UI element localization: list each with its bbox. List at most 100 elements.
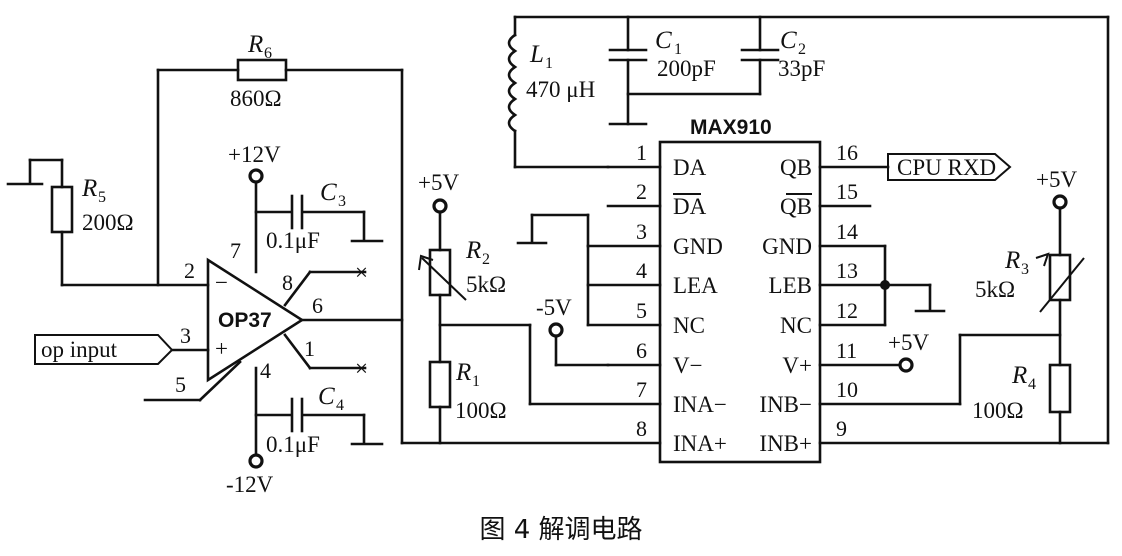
c4-designator: C xyxy=(318,383,335,410)
pin-num-3: 3 xyxy=(636,219,647,244)
l1-designator: L xyxy=(529,41,544,68)
pin-num-1: 1 xyxy=(636,140,647,165)
c1-subscript: 1 xyxy=(674,41,682,58)
op-input-port xyxy=(34,334,174,365)
r2-value: 5kΩ xyxy=(466,272,506,297)
pin-label-gnd-b: GND xyxy=(762,234,812,259)
c1-value: 200pF xyxy=(657,56,716,81)
r3-supply-terminal xyxy=(1052,194,1068,210)
pin-num-13: 13 xyxy=(836,258,858,283)
c2-subscript: 2 xyxy=(798,41,806,58)
chip-right-wiring: CPU RXD +5V +5V R 3 5kΩ R 4 100Ω xyxy=(513,15,1110,445)
minus5v-label: -5V xyxy=(536,295,572,320)
c4-value: 0.1μF xyxy=(266,432,320,457)
pin-label-vminus: V− xyxy=(673,353,703,378)
pin-label-da: DA xyxy=(673,155,707,180)
lc-tank: L 1 470 μH C 1 200pF C 2 33pF xyxy=(507,15,825,169)
pin-label-nc-a: NC xyxy=(673,313,705,338)
pin-label-ina-plus: INA+ xyxy=(673,431,727,456)
r2-designator: R xyxy=(465,237,481,264)
r5-designator: R xyxy=(81,175,97,202)
r4-resistor xyxy=(1048,363,1072,414)
pin-label-leb: LEB xyxy=(769,273,812,298)
c2-designator: C xyxy=(780,27,797,54)
pin-num-14: 14 xyxy=(836,219,858,244)
pin-label-inb-plus: INB+ xyxy=(759,431,812,456)
op37-pin-4: 4 xyxy=(260,358,271,383)
pin-label-da-bar: DA xyxy=(673,194,707,219)
pin-num-10: 10 xyxy=(836,377,858,402)
max910-body xyxy=(658,140,822,464)
pin-num-12: 12 xyxy=(836,298,858,323)
pin-num-11: 11 xyxy=(836,338,857,363)
pin-num-5: 5 xyxy=(636,298,647,323)
pin-label-nc-b: NC xyxy=(780,313,812,338)
minus5v-terminal xyxy=(548,322,564,338)
vplus-label: +5V xyxy=(888,330,929,355)
pin-num-16: 16 xyxy=(836,140,858,165)
pin-num-6: 6 xyxy=(636,338,647,363)
op37-pin-6: 6 xyxy=(312,293,323,318)
op37-pin-3: 3 xyxy=(180,323,191,348)
r4-value: 100Ω xyxy=(972,398,1024,423)
pin-label-ina-minus: INA− xyxy=(673,392,727,417)
c3-value: 0.1μF xyxy=(266,228,320,253)
op37-label: OP37 xyxy=(218,309,272,332)
r3-subscript: 3 xyxy=(1021,261,1029,278)
no-connect-pin8: × xyxy=(355,260,368,285)
pin-label-vplus: V+ xyxy=(782,353,812,378)
c1-designator: C xyxy=(655,27,672,54)
plus12v-terminal xyxy=(248,168,264,184)
junction-dot xyxy=(880,280,890,290)
vplus-terminal xyxy=(898,357,914,373)
pin-num-15: 15 xyxy=(836,179,858,204)
figure-caption: 图 4 解调电路 xyxy=(479,515,642,545)
r5-subscript: 5 xyxy=(98,189,106,206)
minus12v-terminal xyxy=(248,453,264,469)
r6-designator: R xyxy=(247,31,263,58)
pin-label-qb: QB xyxy=(780,155,812,180)
l1-inductor xyxy=(507,33,518,133)
c2-value: 33pF xyxy=(778,56,825,81)
pin-label-gnd-a: GND xyxy=(673,234,723,259)
r2-subscript: 2 xyxy=(482,251,490,268)
op-input-label: op input xyxy=(41,337,118,362)
c3-subscript: 3 xyxy=(338,193,346,210)
r3-supply-label: +5V xyxy=(1036,167,1077,192)
cpu-rxd-label: CPU RXD xyxy=(897,155,996,180)
r6-subscript: 6 xyxy=(264,45,272,62)
op37-minus-sign: − xyxy=(215,270,228,295)
op37-pin-5: 5 xyxy=(175,372,186,397)
r6-resistor xyxy=(236,58,288,82)
r1-resistor xyxy=(428,360,452,409)
max910-chip: MAX910 1 2 3 4 5 6 7 8 DA DA GND LEA NC xyxy=(400,116,1110,464)
op37-stage: OP37 − + 6 R 6 860Ω 2 R 5 200Ω op input … xyxy=(6,31,404,497)
max910-label: MAX910 xyxy=(690,116,772,139)
pin-num-8: 8 xyxy=(636,416,647,441)
chip-left-wiring: -5V xyxy=(438,213,610,406)
l1-subscript: 1 xyxy=(545,55,553,72)
r5-value: 200Ω xyxy=(82,210,134,235)
op37-plus-sign: + xyxy=(215,336,228,361)
op37-pin-8: 8 xyxy=(282,270,293,295)
op37-pin-2: 2 xyxy=(184,258,195,283)
r4-subscript: 4 xyxy=(1028,376,1036,393)
r2-supply-terminal xyxy=(432,198,448,214)
minus12v-label: -12V xyxy=(226,472,274,497)
pin-label-lea: LEA xyxy=(673,273,718,298)
l1-value: 470 μH xyxy=(526,77,595,102)
c4-subscript: 4 xyxy=(336,397,344,414)
r2-r1-divider: +5V R 2 5kΩ R 1 100Ω xyxy=(418,170,507,445)
pin-num-9: 9 xyxy=(836,416,847,441)
r4-designator: R xyxy=(1011,362,1027,389)
r6-value: 860Ω xyxy=(230,86,282,111)
pin-num-2: 2 xyxy=(636,179,647,204)
r1-value: 100Ω xyxy=(455,398,507,423)
pin-num-7: 7 xyxy=(636,377,647,402)
r5-resistor xyxy=(50,185,74,234)
pin-label-inb-minus: INB− xyxy=(759,392,812,417)
r3-designator: R xyxy=(1004,247,1020,274)
plus12v-label: +12V xyxy=(228,142,281,167)
r2-resistor xyxy=(428,248,452,297)
